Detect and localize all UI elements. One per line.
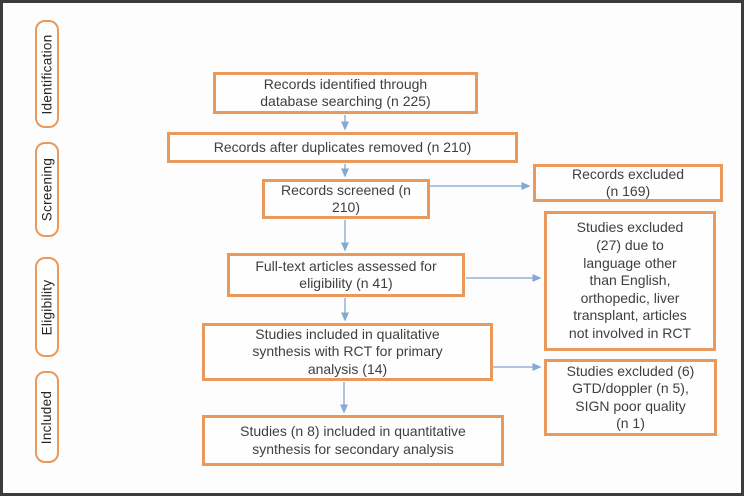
- flow-box-duplicates-removed: Records after duplicates removed (n 210): [167, 132, 518, 163]
- flow-box-qualitative-synthesis: Studies included in qualitative synthesi…: [202, 323, 493, 381]
- stage-label-included-text: Included: [39, 390, 55, 444]
- exclusion-box-records-excluded: Records excluded (n 169): [533, 164, 723, 202]
- stage-label-screening-text: Screening: [39, 157, 55, 222]
- exclusion-box-studies-excluded-27: Studies excluded (27) due to language ot…: [544, 211, 716, 351]
- stage-label-eligibility: Eligibility: [35, 257, 59, 357]
- stage-label-identification: Identification: [35, 20, 59, 128]
- stage-label-identification-text: Identification: [39, 34, 55, 114]
- flow-box-records-screened: Records screened (n 210): [262, 179, 430, 219]
- stage-label-screening: Screening: [35, 142, 59, 237]
- exclusion-box-studies-excluded-6: Studies excluded (6) GTD/doppler (n 5), …: [544, 359, 717, 436]
- flow-box-records-identified: Records identified through database sear…: [213, 72, 478, 114]
- stage-label-included: Included: [35, 371, 59, 463]
- flow-box-quantitative-synthesis: Studies (n 8) included in quantitative s…: [202, 415, 504, 466]
- stage-label-eligibility-text: Eligibility: [39, 279, 55, 335]
- flow-box-fulltext-assessed: Full-text articles assessed for eligibil…: [227, 253, 465, 297]
